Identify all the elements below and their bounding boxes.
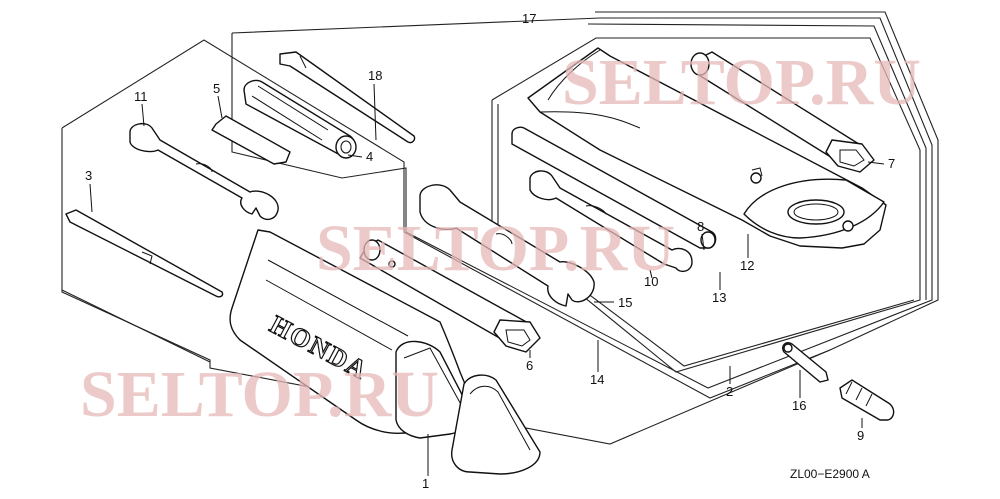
frame-17-inner [587,23,927,300]
callout-11: 11 [134,89,148,104]
tip-5 [211,115,291,165]
callout-7: 7 [888,156,895,171]
callout-10: 10 [644,274,658,289]
callout-14: 14 [590,372,604,387]
bar-8 [511,126,717,249]
callout-1: 1 [422,476,429,491]
callout-18: 18 [368,68,382,83]
wrench-11 [129,122,279,221]
callout-16: 16 [792,398,806,413]
frame-17 [231,17,933,389]
screwdriver-3 [65,209,224,298]
callout-13: 13 [712,290,726,305]
callout-8: 8 [697,219,704,234]
frame-2-lower [61,128,831,445]
diagram-code: ZL00−E2900 A [790,467,870,481]
callout-6: 6 [526,358,533,373]
watermark-top: SELTOP.RU [562,46,921,119]
callout-numbers: 1 2 3 4 5 6 7 8 9 10 11 12 13 14 15 16 1… [85,11,895,491]
callout-4: 4 [366,149,373,164]
callout-5: 5 [213,81,220,96]
callout-17: 17 [522,11,536,26]
box-wrench-7 [690,51,875,173]
callout-12: 12 [740,258,754,273]
spark-plug-9 [839,379,895,421]
callout-2: 2 [726,384,733,399]
handle-4 [243,79,357,159]
frame-2 [61,11,939,399]
screwdriver-18 [279,51,416,144]
watermark-bottom: SELTOP.RU [80,358,439,431]
frame-3 [61,289,211,363]
callout-9: 9 [857,428,864,443]
pin-16 [782,342,829,383]
tool-bag-1 [229,229,541,475]
callout-15: 15 [618,295,632,310]
box-wrench-6 [359,239,541,353]
callout-3: 3 [85,168,92,183]
watermark-middle: SELTOP.RU [316,212,675,285]
wrench-15 [419,184,595,307]
wrench-10 [529,170,693,273]
leader-lines [89,83,885,476]
tool-roll-12 [527,47,887,249]
frame-13 [497,104,915,367]
